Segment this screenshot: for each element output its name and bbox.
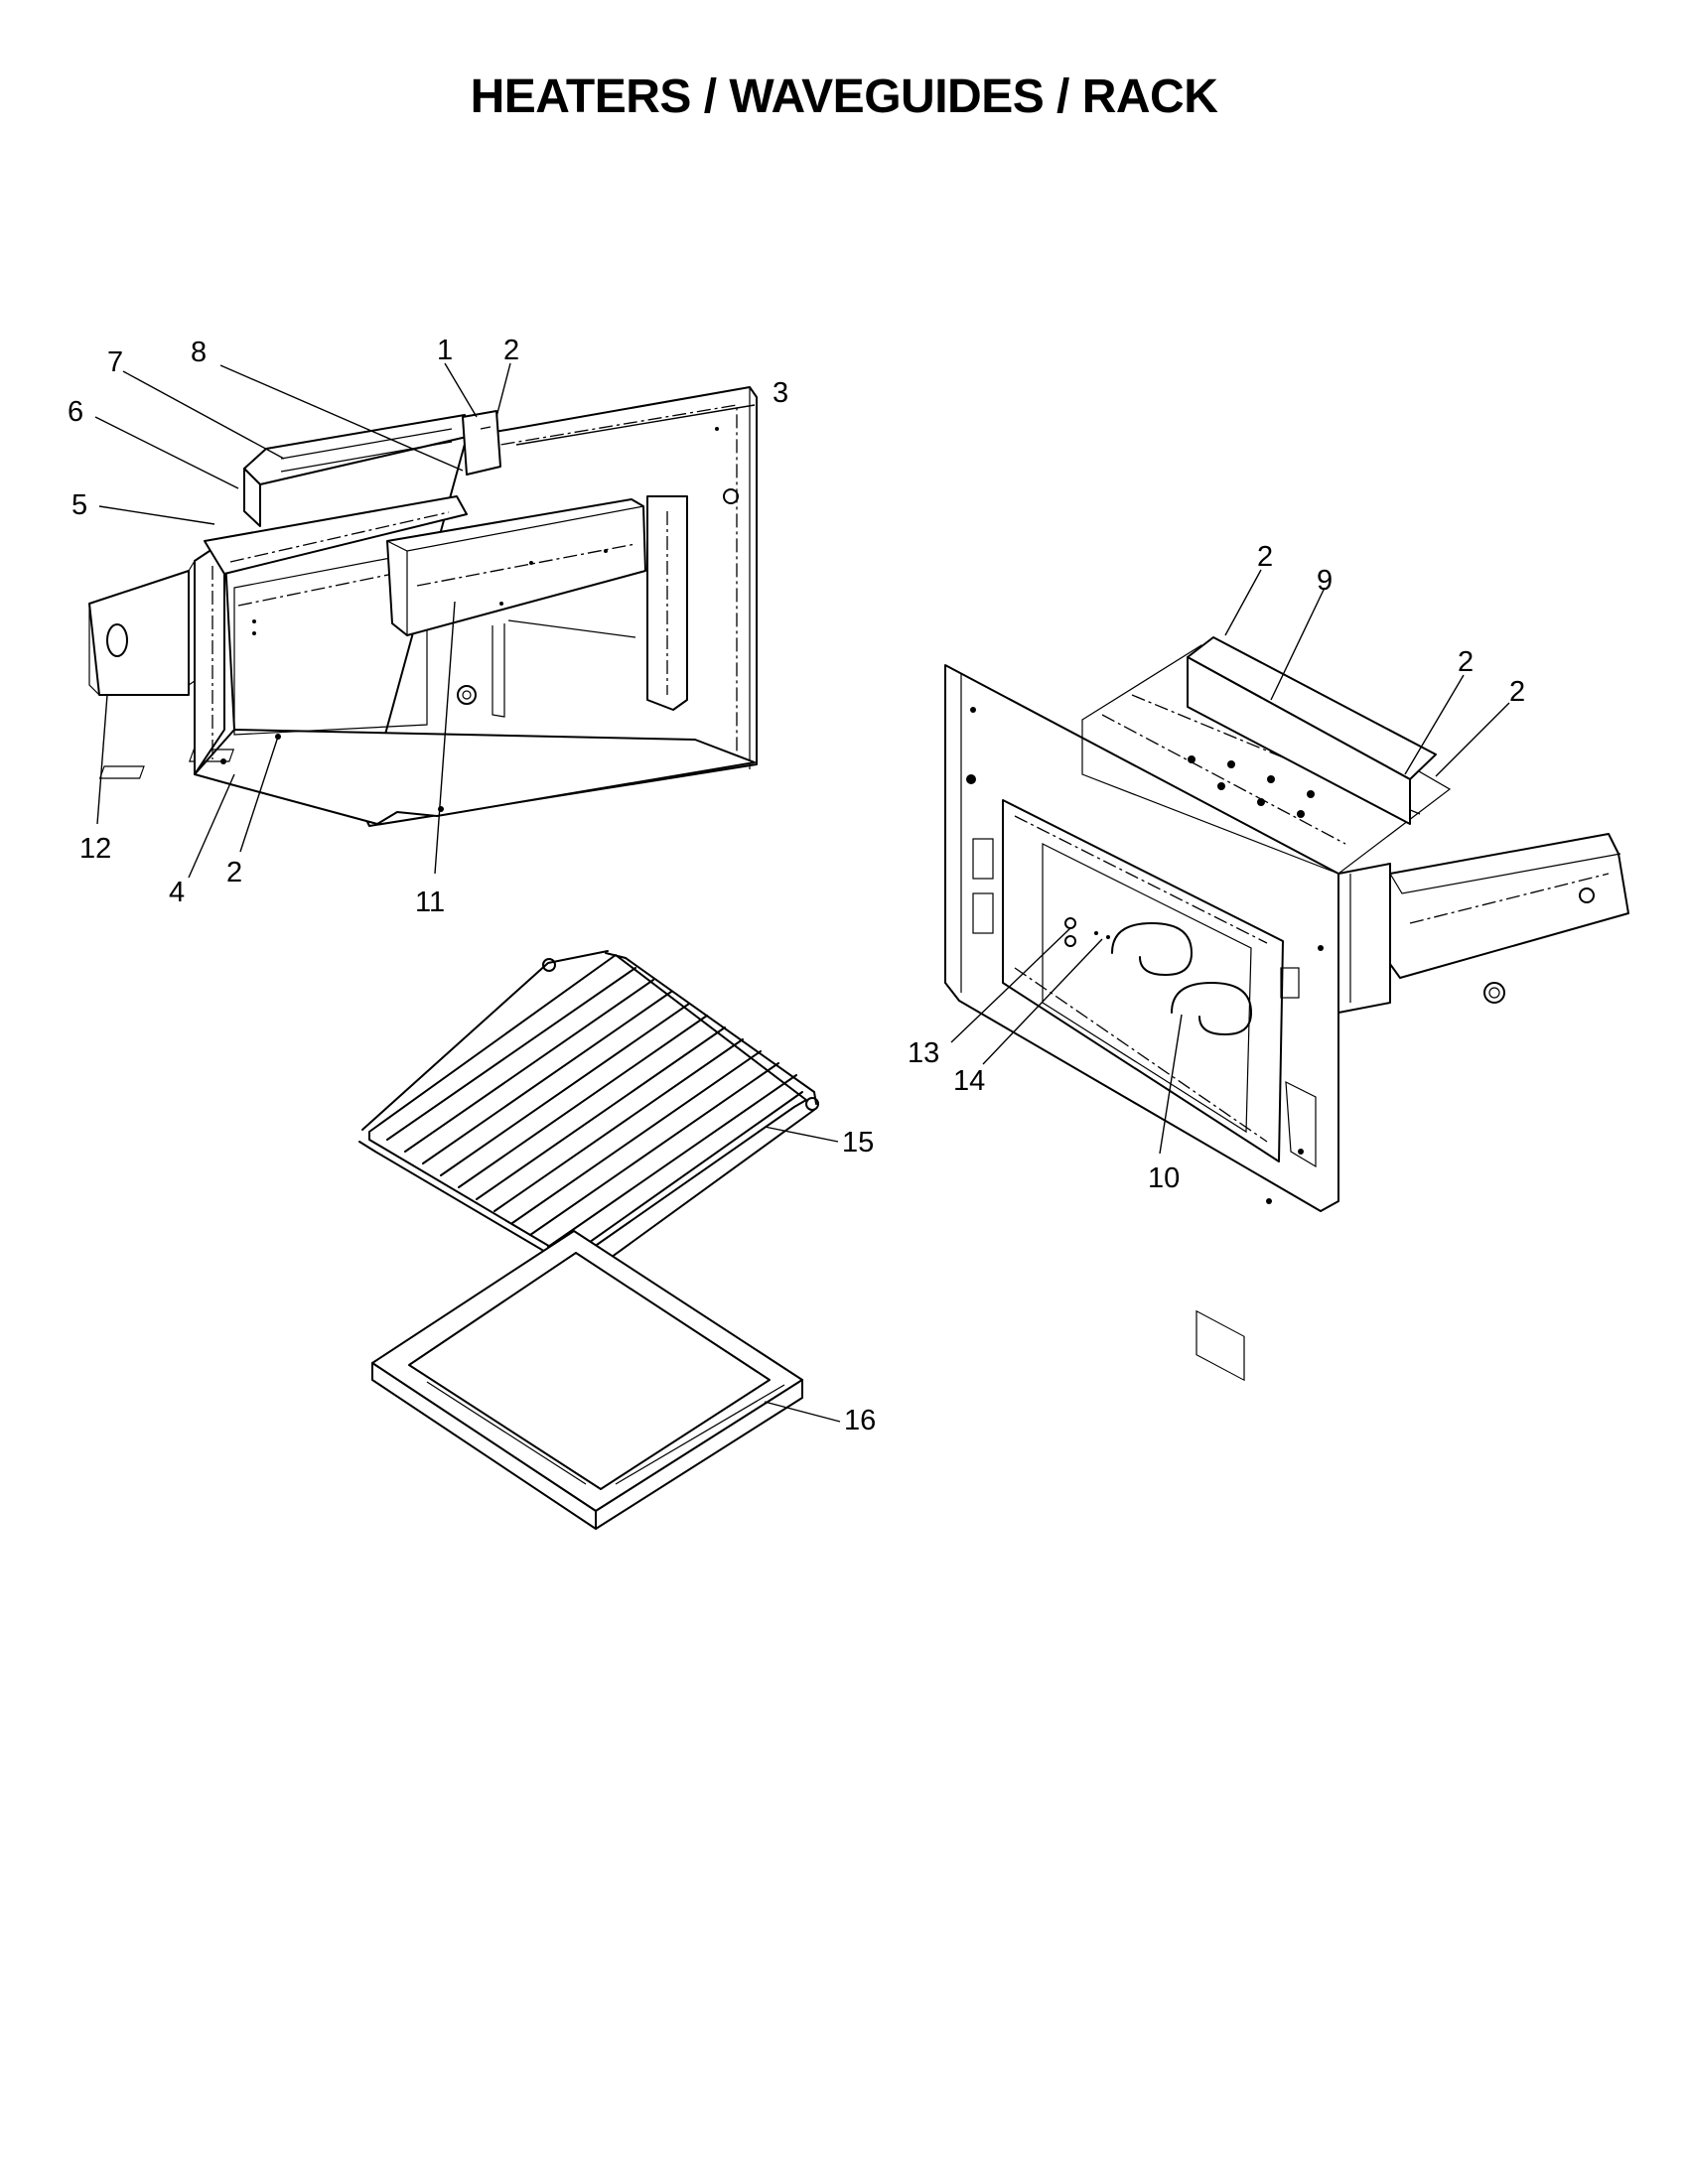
- rack-bars: [386, 967, 803, 1260]
- callout-2: 2: [1509, 676, 1525, 708]
- left-assembly: [88, 386, 758, 827]
- right-assembly: [944, 636, 1629, 1382]
- callout-9: 9: [1317, 565, 1333, 597]
- callout-14: 14: [953, 1065, 985, 1097]
- callout-7: 7: [107, 346, 123, 378]
- callout-15: 15: [842, 1127, 874, 1159]
- callout-10: 10: [1148, 1162, 1180, 1194]
- callout-3: 3: [773, 377, 788, 409]
- callout-16: 16: [844, 1405, 876, 1436]
- callout-2: 2: [503, 335, 519, 366]
- callout-2: 2: [1458, 646, 1474, 678]
- callout-2: 2: [1257, 541, 1273, 573]
- oven-rack: [358, 950, 819, 1277]
- tray: [371, 1230, 803, 1530]
- callouts: 1 2 3 4 2 5 6 7 8 11 12 2 9 2 2 13 14 10…: [68, 335, 1525, 1436]
- callout-5: 5: [71, 489, 87, 521]
- callout-13: 13: [908, 1037, 939, 1069]
- callout-11: 11: [415, 887, 445, 918]
- page-title: HEATERS / WAVEGUIDES / RACK: [470, 70, 1218, 123]
- callout-8: 8: [191, 337, 207, 368]
- callout-12: 12: [79, 833, 111, 865]
- callout-2: 2: [226, 857, 242, 888]
- callout-1: 1: [437, 335, 453, 366]
- callout-4: 4: [169, 877, 185, 908]
- callout-6: 6: [68, 396, 83, 428]
